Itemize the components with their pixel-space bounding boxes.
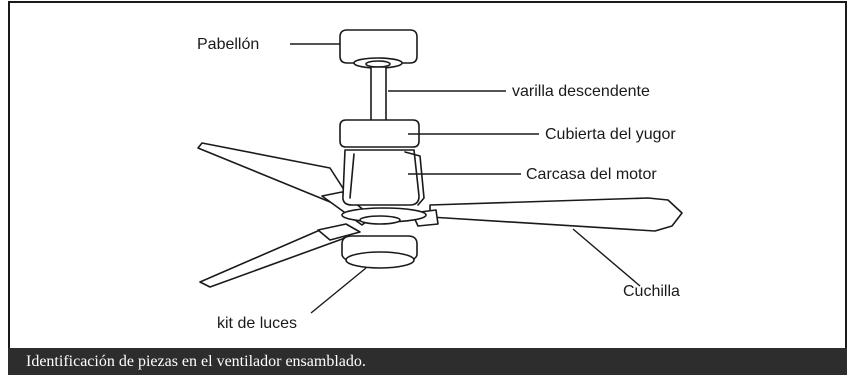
label-cuchilla: Cuchilla xyxy=(623,283,680,300)
figure-frame xyxy=(8,1,847,375)
label-kit-de-luces: kit de luces xyxy=(217,315,298,332)
label-cubierta-del-yugor: Cubierta del yugor xyxy=(545,126,676,143)
canopy-bottom-ring-inner xyxy=(365,60,391,68)
blade-lower-left xyxy=(199,227,346,288)
label-varilla-descendente: varilla descendente xyxy=(512,83,650,100)
caption-bar xyxy=(8,348,847,375)
motor-lower-ring-inner xyxy=(359,215,401,225)
label-carcasa-del-motor: Carcasa del motor xyxy=(526,166,657,183)
label-pabellon: Pabellón xyxy=(197,36,260,53)
motor-housing-side xyxy=(404,151,425,206)
motor-housing-line xyxy=(349,153,355,199)
blade-right xyxy=(429,197,683,232)
blade-iron-lower-left xyxy=(317,223,361,241)
light-kit-lens xyxy=(345,251,415,269)
blade-upper-left xyxy=(197,142,349,205)
canopy xyxy=(339,29,418,64)
motor-housing-body xyxy=(342,149,420,206)
downrod xyxy=(370,66,387,123)
yoke-cover xyxy=(339,119,420,148)
figure-caption: Identificación de piezas en el ventilado… xyxy=(26,353,366,370)
